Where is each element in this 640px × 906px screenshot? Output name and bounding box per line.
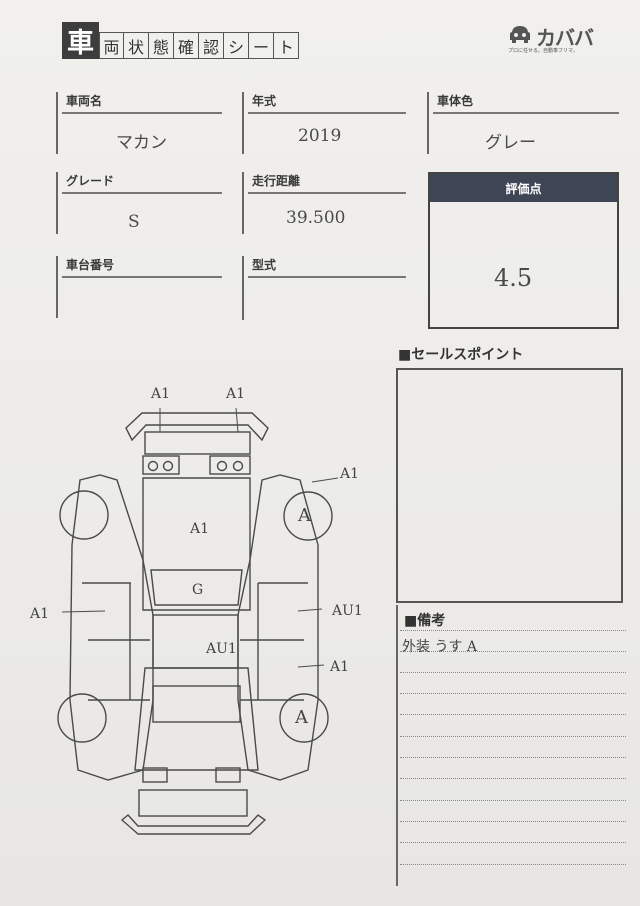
front-bumper-outline xyxy=(125,412,269,442)
body-color-value: グレー xyxy=(485,133,536,153)
remarks-text: 外装 うす A xyxy=(402,639,478,655)
remarks-line xyxy=(400,736,626,737)
model-code-label: 型式 xyxy=(252,258,277,272)
vehicle-name-value: マカン xyxy=(116,133,167,153)
mark-right-side-upper: AU1 xyxy=(332,603,363,619)
field-vline xyxy=(242,256,244,320)
field-vline xyxy=(56,256,58,318)
title-first-char: 車 xyxy=(62,22,99,59)
grade-value: S xyxy=(128,212,140,232)
field-underline xyxy=(62,192,222,194)
remarks-line xyxy=(400,778,626,779)
score-value: 4.5 xyxy=(494,264,533,292)
title-char: 状 xyxy=(124,32,149,59)
grade-label: グレード xyxy=(66,174,115,188)
chassis-number-label: 車台番号 xyxy=(66,258,115,272)
title-char: 認 xyxy=(199,32,224,59)
field-vline xyxy=(56,92,58,154)
mark-hood: A1 xyxy=(190,521,210,537)
headlight-left xyxy=(142,455,180,475)
field-underline xyxy=(62,276,222,278)
field-underline xyxy=(248,112,406,114)
hood-outline xyxy=(142,477,251,611)
remarks-line xyxy=(400,821,626,822)
mark-windshield: G xyxy=(192,582,204,598)
mark-right-rear-wheel: A xyxy=(295,707,308,728)
title-char: ト xyxy=(274,32,299,59)
field-vline xyxy=(427,92,429,154)
rear-bumper-outline xyxy=(120,814,267,835)
mark-right-side-lower: A1 xyxy=(330,659,350,675)
left-rear-wheel xyxy=(57,693,107,743)
rear-bumper-panel xyxy=(138,789,248,817)
title-char: シ xyxy=(224,32,249,59)
field-underline xyxy=(433,112,619,114)
title-char: 確 xyxy=(174,32,199,59)
left-side-outline xyxy=(69,474,154,781)
right-side-outline xyxy=(237,474,319,781)
body-color-label: 車体色 xyxy=(437,94,474,108)
remarks-line xyxy=(400,800,626,801)
title-rest: 両 状 態 確 認 シ ー ト xyxy=(99,32,299,59)
mileage-value: 39.500 xyxy=(286,208,346,228)
sheet-title: 車 両 状 態 確 認 シ ー ト xyxy=(62,22,299,59)
remarks-line xyxy=(400,693,626,694)
windshield-outline xyxy=(150,569,243,606)
front-grille xyxy=(144,431,251,455)
car-face-icon xyxy=(510,26,530,43)
logo-brand: カババ xyxy=(536,26,594,50)
mileage-label: 走行距離 xyxy=(252,174,301,188)
left-front-wheel xyxy=(59,490,109,540)
mark-front-bumper-right: A1 xyxy=(226,386,246,402)
title-char: 態 xyxy=(149,32,174,59)
title-char: ー xyxy=(249,32,274,59)
mark-roof: AU1 xyxy=(206,641,237,657)
field-vline xyxy=(242,92,244,154)
taillight-right xyxy=(215,767,241,783)
mark-front-bumper-left: A1 xyxy=(151,386,171,402)
remarks-line xyxy=(400,630,626,631)
right-front-wheel xyxy=(283,491,333,541)
sale-points-box xyxy=(396,368,623,603)
rear-window-outline xyxy=(152,685,241,723)
field-vline xyxy=(56,172,58,234)
taillight-left xyxy=(142,767,168,783)
score-label: 評価点 xyxy=(430,174,617,202)
kababa-logo: カババ プロに任せる。自動車フリマ。 xyxy=(506,22,596,58)
remarks-line xyxy=(400,842,626,843)
mark-left-side: A1 xyxy=(30,606,50,622)
mark-right-front-wheel: A xyxy=(298,505,311,526)
headlight-right xyxy=(209,455,251,475)
remarks-line xyxy=(400,672,626,673)
remarks-line xyxy=(400,651,626,652)
field-underline xyxy=(248,192,406,194)
remarks-box xyxy=(396,605,627,886)
remarks-line xyxy=(400,757,626,758)
model-year-label: 年式 xyxy=(252,94,277,108)
remarks-line xyxy=(400,714,626,715)
right-rear-wheel xyxy=(279,693,329,743)
score-box: 評価点 4.5 xyxy=(428,172,619,329)
field-underline xyxy=(248,276,406,278)
vehicle-name-label: 車両名 xyxy=(66,94,103,108)
sale-points-title: ■セールスポイント xyxy=(398,347,524,363)
field-vline xyxy=(242,172,244,234)
trunk-outline xyxy=(134,667,259,771)
field-underline xyxy=(62,112,222,114)
mark-right-front-fender: A1 xyxy=(340,466,360,482)
remarks-title: ■備考 xyxy=(404,613,446,629)
model-year-value: 2019 xyxy=(298,126,342,146)
title-char: 両 xyxy=(99,32,124,59)
logo-tagline: プロに任せる。自動車フリマ。 xyxy=(508,48,578,54)
remarks-line xyxy=(400,864,626,865)
